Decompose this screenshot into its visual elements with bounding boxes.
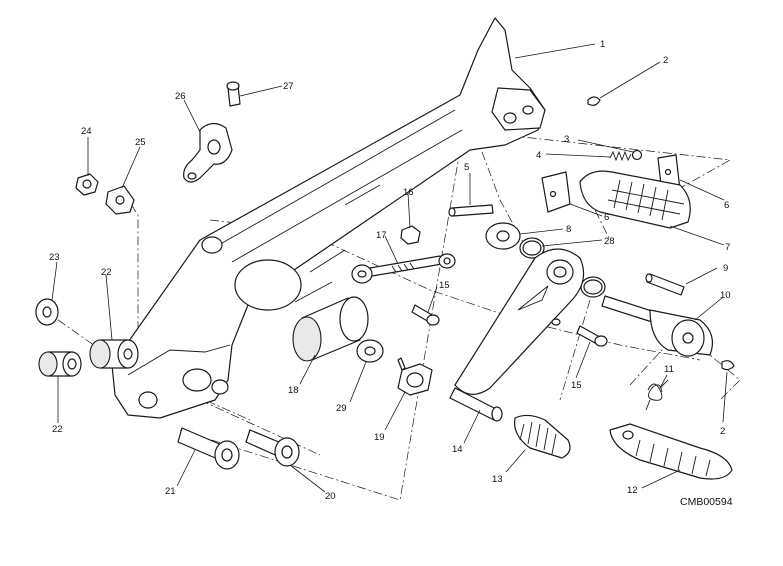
callout-5: 5 bbox=[464, 162, 469, 173]
callout-23: 23 bbox=[49, 252, 60, 263]
part-2-clip-lower bbox=[721, 360, 735, 371]
part-28-o-ring bbox=[519, 237, 606, 298]
part-21-bolt bbox=[177, 427, 240, 470]
part-3-detent-ball bbox=[631, 149, 643, 161]
callout-25: 25 bbox=[135, 137, 146, 148]
part-23-washer bbox=[35, 298, 59, 326]
callout-29: 29 bbox=[336, 403, 347, 414]
callout-3: 3 bbox=[564, 134, 569, 145]
callout-11: 11 bbox=[664, 364, 674, 375]
callout-22-upper: 22 bbox=[101, 267, 112, 278]
callout-14: 14 bbox=[452, 444, 463, 455]
part-11-return-spring bbox=[645, 379, 669, 411]
part-16-nut bbox=[400, 225, 421, 245]
callout-26: 26 bbox=[175, 91, 186, 102]
callout-24: 24 bbox=[81, 126, 92, 137]
callout-10: 10 bbox=[720, 290, 731, 301]
callout-15-lower: 15 bbox=[571, 380, 582, 391]
part-20-bolt bbox=[245, 429, 300, 467]
part-2-clip-upper bbox=[587, 96, 601, 106]
callout-19: 19 bbox=[374, 432, 385, 443]
callout-21: 21 bbox=[165, 486, 176, 497]
part-4-detent-spring bbox=[609, 150, 632, 162]
part-27-screw bbox=[226, 81, 241, 107]
part-1-rearset-bracket bbox=[111, 17, 546, 419]
callout-8: 8 bbox=[566, 224, 571, 235]
callout-27: 27 bbox=[283, 81, 294, 92]
callout-6-left: 6 bbox=[604, 212, 609, 223]
part-8-washer bbox=[485, 222, 521, 250]
part-17-linkage-rod bbox=[351, 253, 456, 284]
part-6-plate-left bbox=[541, 171, 571, 213]
part-14-gear-change-lever bbox=[449, 248, 585, 422]
drawing-code: CMB00594 bbox=[680, 496, 733, 508]
callout-2-upper: 2 bbox=[663, 55, 668, 66]
part-10-pedal-adjuster bbox=[601, 295, 713, 357]
callout-18: 18 bbox=[288, 385, 299, 396]
callout-9: 9 bbox=[723, 263, 728, 274]
part-5-pivot-pin bbox=[448, 204, 494, 217]
part-19-pivot-bolt bbox=[397, 357, 433, 396]
callout-12: 12 bbox=[627, 485, 638, 496]
callout-16: 16 bbox=[403, 187, 414, 198]
part-13-pedal-rubber bbox=[513, 414, 571, 459]
callout-17: 17 bbox=[376, 230, 387, 241]
part-29-washer bbox=[356, 339, 384, 363]
callout-7: 7 bbox=[725, 242, 730, 253]
part-7-rider-footpeg bbox=[579, 170, 691, 229]
callout-13: 13 bbox=[492, 474, 503, 485]
part-12-footpeg bbox=[609, 423, 733, 480]
callout-20: 20 bbox=[325, 491, 336, 502]
part-24-nut bbox=[75, 173, 99, 196]
part-22-bush-upper bbox=[89, 339, 139, 369]
part-26-clamp bbox=[183, 122, 233, 183]
callout-28: 28 bbox=[604, 236, 615, 247]
callout-labels: 1 2 3 4 5 6 6 7 8 9 10 11 2 12 13 14 15 … bbox=[49, 39, 733, 508]
part-15-bolt-upper bbox=[411, 304, 440, 326]
part-22-bush-lower bbox=[38, 351, 82, 377]
part-18-bush bbox=[292, 296, 369, 362]
callout-1: 1 bbox=[600, 39, 605, 50]
part-15-bolt-lower bbox=[576, 325, 608, 347]
part-9-pin bbox=[645, 273, 685, 296]
callout-15-upper: 15 bbox=[439, 280, 450, 291]
callout-2-lower: 2 bbox=[720, 426, 725, 437]
callout-22-lower: 22 bbox=[52, 424, 63, 435]
callout-6-right: 6 bbox=[724, 200, 729, 211]
leader-lines bbox=[51, 43, 728, 493]
part-25-spacer bbox=[105, 185, 135, 215]
callout-4: 4 bbox=[536, 150, 541, 161]
